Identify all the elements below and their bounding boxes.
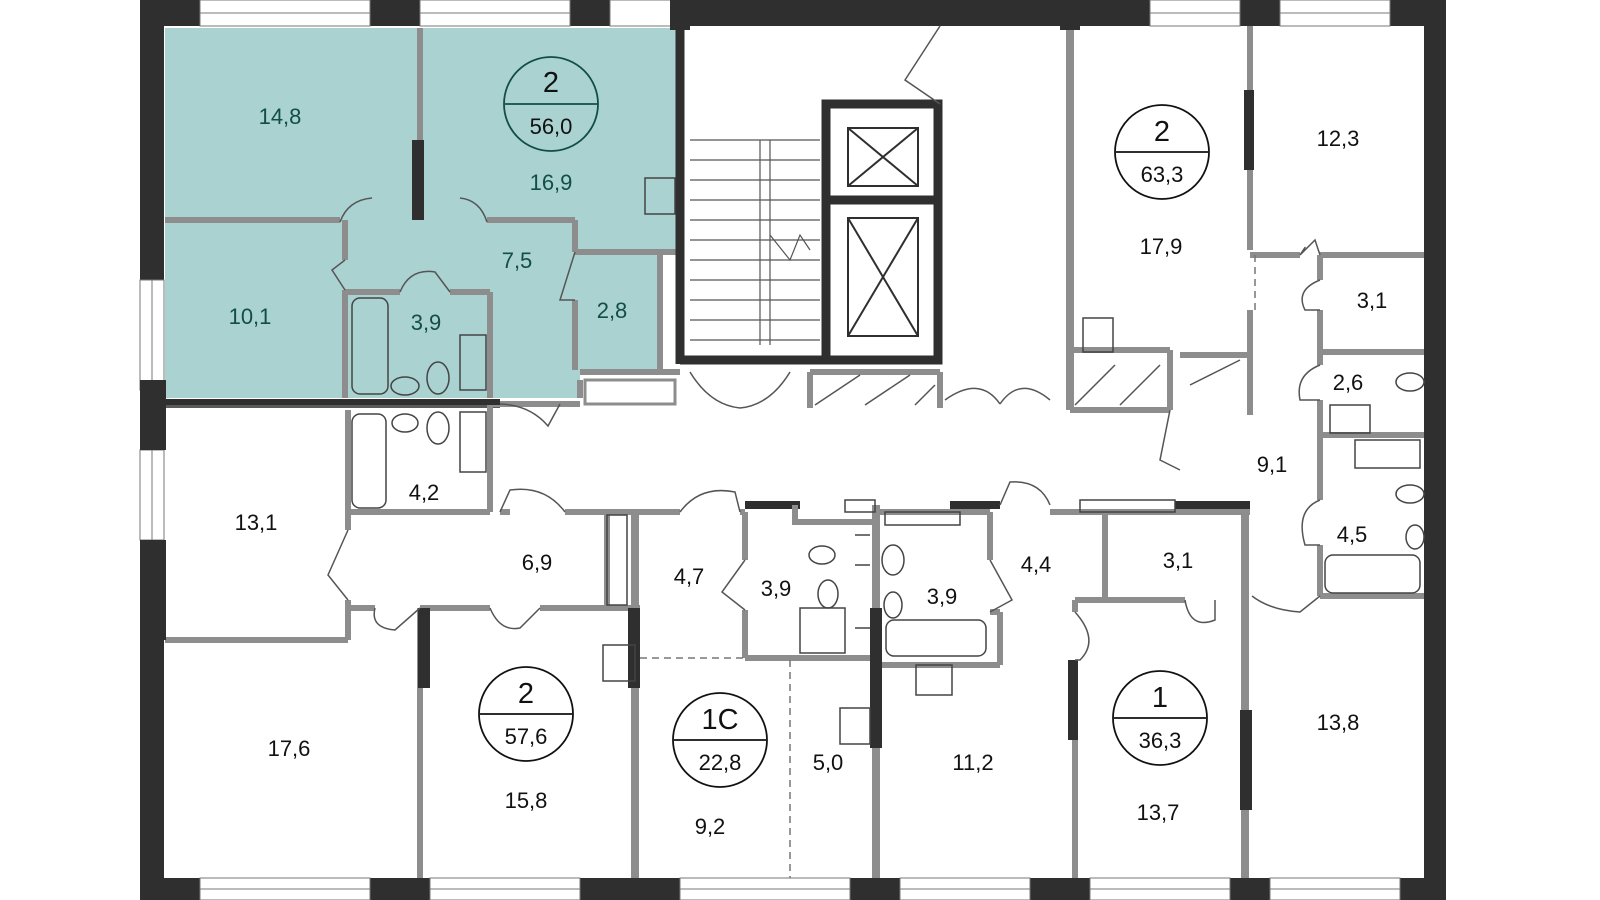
elevators [847, 127, 919, 337]
room-area: 13,7 [1137, 800, 1180, 825]
room-area: 5,0 [813, 750, 844, 775]
room-area: 17,9 [1140, 234, 1183, 259]
room-area: 13,1 [235, 510, 278, 535]
room-area: 12,3 [1317, 126, 1360, 151]
room-area: 6,9 [522, 550, 553, 575]
apartment-rooms: 2 [1154, 116, 1170, 148]
room-area: 9,1 [1257, 452, 1288, 477]
fixtures [351, 177, 1425, 745]
apartment-badge-highlighted[interactable]: 2 56,0 [503, 56, 599, 152]
apartment-rooms: 2 [518, 678, 534, 710]
apartment-badge-top-right[interactable]: 2 63,3 [1114, 104, 1210, 200]
staircase [690, 139, 820, 345]
room-area: 15,8 [505, 788, 548, 813]
room-area: 16,9 [530, 170, 573, 195]
room-area: 3,9 [411, 310, 442, 335]
room-area: 14,8 [259, 104, 302, 129]
apartment-badge-studio[interactable]: 1С 22,8 [672, 692, 768, 788]
core-walls [165, 26, 943, 405]
room-area: 4,2 [409, 480, 440, 505]
room-labels: 14,8 16,9 10,1 7,5 3,9 2,8 12,3 17,9 3,1… [229, 104, 1388, 839]
apartment-rooms: 1 [1152, 682, 1168, 714]
room-area: 2,8 [597, 298, 628, 323]
room-area: 4,5 [1337, 522, 1368, 547]
room-area: 3,1 [1357, 288, 1388, 313]
room-area: 10,1 [229, 304, 272, 329]
apartment-rooms: 1С [701, 704, 738, 736]
apartment-badge-bottom-left[interactable]: 2 57,6 [478, 666, 574, 762]
room-area: 2,6 [1333, 370, 1364, 395]
room-area: 4,7 [674, 564, 705, 589]
room-area: 13,8 [1317, 710, 1360, 735]
room-area: 9,2 [695, 814, 726, 839]
room-area: 17,6 [268, 736, 311, 761]
apartment-area: 57,6 [505, 724, 548, 749]
apartment-area: 56,0 [530, 114, 573, 139]
apartment-area: 22,8 [699, 750, 742, 775]
apartment-area: 36,3 [1139, 728, 1182, 753]
apartment-area: 63,3 [1141, 162, 1184, 187]
room-area: 3,1 [1163, 548, 1194, 573]
doors [327, 25, 1321, 661]
windows [139, 0, 1401, 900]
room-area: 11,2 [952, 750, 993, 775]
room-area: 3,9 [927, 584, 958, 609]
room-area: 3,9 [761, 576, 792, 601]
room-area: 7,5 [502, 248, 533, 273]
apartment-rooms: 2 [543, 67, 559, 99]
room-area: 4,4 [1021, 552, 1052, 577]
apartment-badge-bottom-right[interactable]: 1 36,3 [1112, 670, 1208, 766]
pillars [140, 0, 1254, 810]
